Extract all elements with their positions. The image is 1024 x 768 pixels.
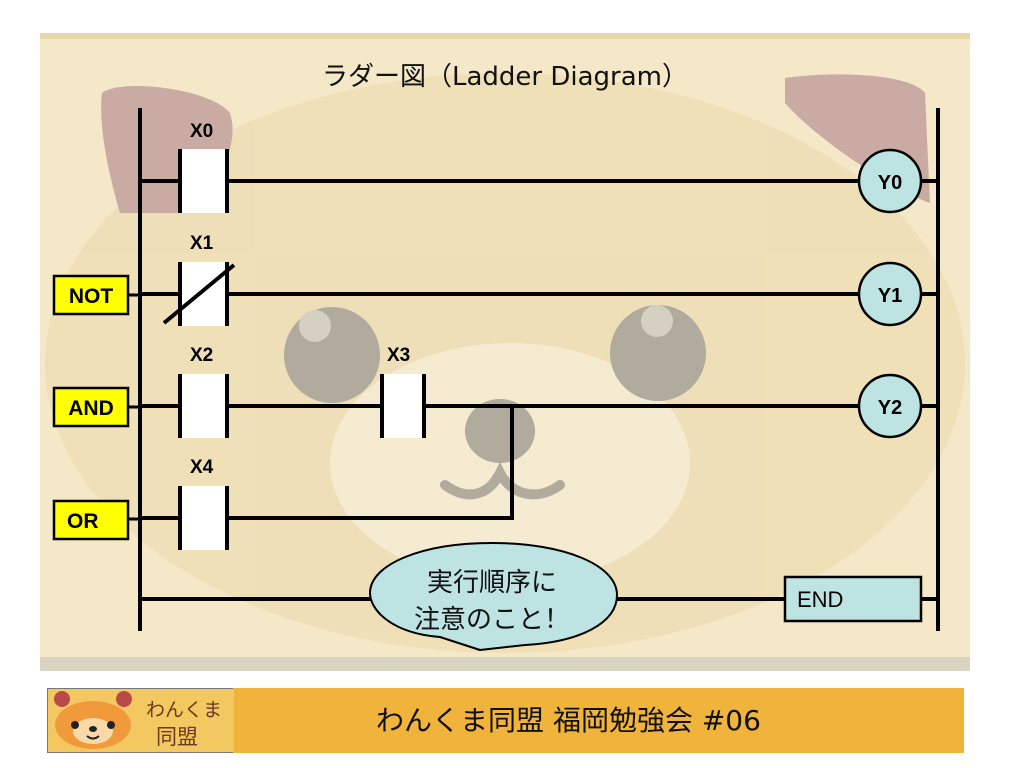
logo-text-line-2: 同盟 xyxy=(156,725,198,749)
or-branch xyxy=(140,404,514,520)
contact-x1-body xyxy=(180,262,227,326)
tag-and-label: AND xyxy=(68,397,114,420)
logo-text-line-1: わんくま xyxy=(146,699,222,721)
bear-left-eye xyxy=(284,307,380,403)
logo-bear-left-eye xyxy=(71,721,79,729)
contact-x4-body xyxy=(180,486,227,550)
diagram-title: ラダー図（Ladder Diagram） xyxy=(322,62,688,92)
wankuma-logo: わんくま 同盟 xyxy=(47,688,234,753)
contact-x0 xyxy=(178,149,229,213)
coil-y0-label: Y0 xyxy=(878,172,902,194)
footer-bar: わんくま 同盟 わんくま同盟 福岡勉強会 #06 xyxy=(47,688,964,753)
bear-logo-icon: わんくま 同盟 xyxy=(48,689,234,752)
tag-and: AND xyxy=(52,386,140,428)
contact-x1-slash xyxy=(162,263,236,325)
end-instruction-box xyxy=(783,575,923,623)
coil-y1-circle xyxy=(857,261,923,327)
end-instruction: END xyxy=(783,575,923,623)
logo-bear-mouth xyxy=(86,735,100,740)
end-instruction-label: END xyxy=(797,587,843,612)
contact-x4-label: X4 xyxy=(190,457,214,478)
tag-not-box xyxy=(52,274,130,316)
contact-x2-label: X2 xyxy=(190,345,213,366)
contact-x2-body xyxy=(180,374,227,438)
tag-not: NOT xyxy=(52,274,140,316)
contact-x1-label: X1 xyxy=(190,233,214,254)
ladder-diagram: ラダー図（Ladder Diagram） X0 Y0 NOT xyxy=(40,33,970,671)
bear-mouth xyxy=(440,461,565,500)
contact-x2 xyxy=(178,374,229,438)
contact-x4 xyxy=(178,486,229,550)
logo-bear-nose xyxy=(89,726,97,732)
coil-y1: Y1 xyxy=(857,261,923,327)
footer-title: わんくま同盟 福岡勉強会 #06 xyxy=(376,704,761,737)
contact-x1-normally-closed xyxy=(162,262,236,326)
contact-x0-body xyxy=(180,149,227,213)
contact-x3-label: X3 xyxy=(387,345,410,366)
callout-line-2: 注意のこと！ xyxy=(414,605,570,635)
callout-line-1: 実行順序に xyxy=(427,568,557,598)
diagram-panel-bottom-edge xyxy=(40,657,970,671)
callout-shape xyxy=(368,541,619,652)
tag-not-label: NOT xyxy=(69,285,114,308)
contact-x0-label: X0 xyxy=(190,121,213,142)
logo-bear-right-ear xyxy=(116,691,132,707)
bear-right-eye-shine xyxy=(641,305,673,337)
coil-y0: Y0 xyxy=(857,148,923,214)
diagram-panel-top-edge xyxy=(40,33,970,39)
coil-y2-circle xyxy=(857,373,923,439)
tag-or: OR xyxy=(52,499,140,541)
tag-or-label: OR xyxy=(67,510,99,533)
bear-left-eye-shine xyxy=(299,310,331,342)
bear-nose xyxy=(465,399,535,463)
contact-x3-body xyxy=(382,374,424,438)
logo-bear-right-eye xyxy=(107,721,115,729)
contact-x3 xyxy=(380,374,426,438)
logo-bear-left-ear xyxy=(54,691,70,707)
bear-right-eye xyxy=(610,305,706,401)
coil-y2: Y2 xyxy=(857,373,923,439)
coil-y0-circle xyxy=(857,148,923,214)
coil-y2-label: Y2 xyxy=(878,397,902,419)
coil-y1-label: Y1 xyxy=(878,285,902,307)
execution-order-callout: 実行順序に 注意のこと！ xyxy=(368,541,619,652)
